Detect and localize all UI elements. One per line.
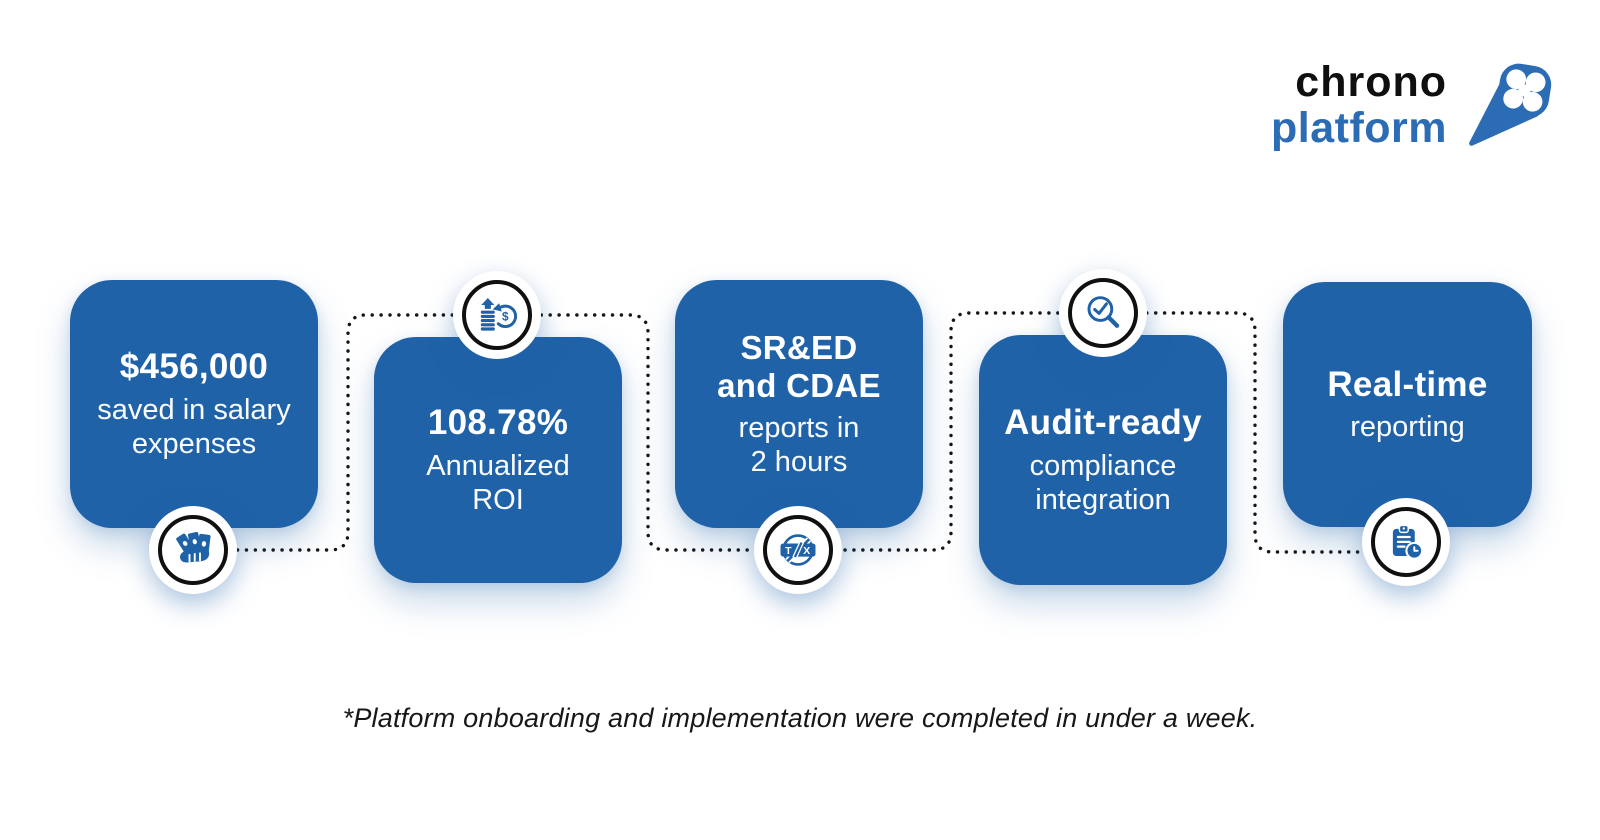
stat-highlight: $456,000 xyxy=(119,346,269,386)
badge-ring: T X xyxy=(763,515,833,585)
badge-clipboard-clock xyxy=(1362,498,1450,586)
stat-detail: Annualized ROI xyxy=(426,449,570,516)
badge-magnifier-check xyxy=(1059,269,1147,357)
clipboard-clock-icon xyxy=(1392,524,1424,560)
stat-detail: saved in salary expenses xyxy=(97,393,291,460)
badge-ring xyxy=(1068,278,1138,348)
stat-card-audit-ready: Audit-ready compliance integration xyxy=(979,335,1227,585)
tax-stamp-icon: T X xyxy=(780,534,816,566)
badge-ring: $ xyxy=(462,280,532,350)
chrono-cone-logo-icon xyxy=(1469,63,1552,146)
stat-highlight: Audit-ready xyxy=(1004,402,1202,442)
magnifier-check-icon xyxy=(1087,296,1120,328)
footnote-text: *Platform onboarding and implementation … xyxy=(342,703,1258,733)
brand-word-platform: platform xyxy=(1271,103,1447,152)
cash-in-hand-icon xyxy=(176,531,211,563)
svg-text:X: X xyxy=(803,545,810,557)
stat-card-salary-savings: $456,000 saved in salary expenses xyxy=(70,280,318,528)
badge-tax-stamp: T X xyxy=(754,506,842,594)
stat-detail: compliance integration xyxy=(1029,449,1177,516)
badge-ring xyxy=(1371,507,1441,577)
stat-card-realtime-reporting: Real-time reporting xyxy=(1283,282,1532,527)
badge-cash-in-hand xyxy=(149,506,237,594)
svg-text:T: T xyxy=(785,545,792,557)
stat-highlight: SR&ED and CDAE xyxy=(717,329,881,405)
stat-detail: reporting xyxy=(1350,411,1465,444)
clover-cutout xyxy=(1503,69,1546,112)
brand-word-chrono: chrono xyxy=(1295,57,1447,106)
stat-detail: reports in 2 hours xyxy=(738,411,860,478)
badge-ring xyxy=(158,515,228,585)
badge-roi-cycle: $ xyxy=(453,271,541,359)
stat-highlight: 108.78% xyxy=(427,402,569,442)
roi-cycle-icon: $ xyxy=(480,297,518,331)
stat-highlight: Real-time xyxy=(1327,364,1488,404)
stat-card-annualized-roi: 108.78% Annualized ROI xyxy=(374,337,622,583)
brand-logo: chrono platform xyxy=(1271,60,1553,150)
svg-text:$: $ xyxy=(502,309,509,323)
stat-card-sred-cdae-reports: SR&ED and CDAE reports in 2 hours xyxy=(675,280,923,528)
brand-wordmark: chrono platform xyxy=(1271,57,1447,152)
